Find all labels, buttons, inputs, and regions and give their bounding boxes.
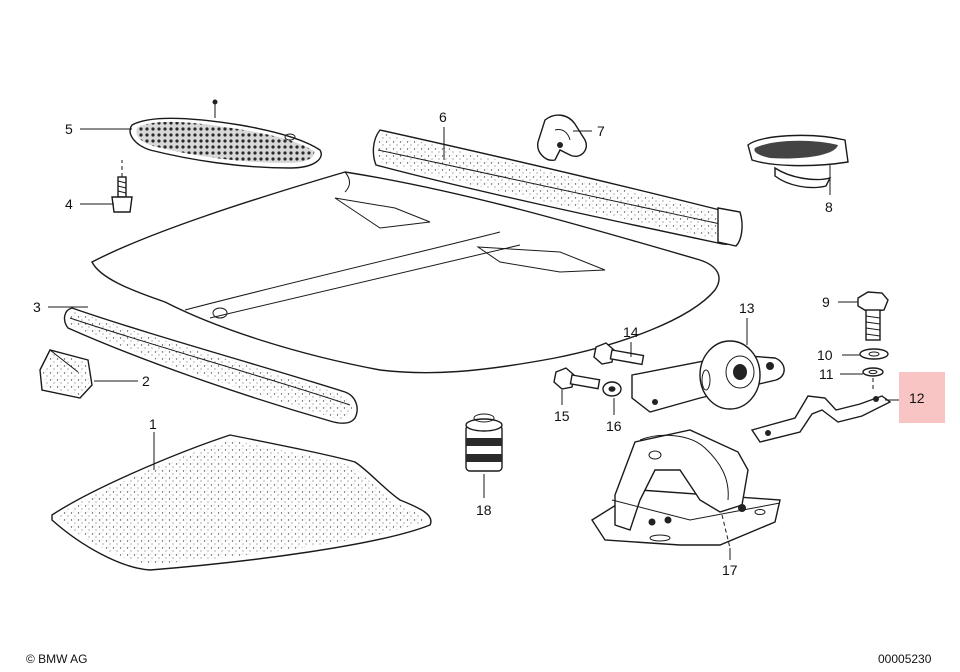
part-5-vent-grille bbox=[129, 99, 322, 169]
part-3-seal-strip bbox=[63, 307, 358, 424]
callout-10: 10 bbox=[817, 347, 833, 363]
callout-1: 1 bbox=[149, 416, 157, 432]
callout-8: 8 bbox=[825, 199, 833, 215]
callout-16: 16 bbox=[606, 418, 622, 434]
part-4-screw bbox=[111, 160, 133, 213]
part-11-washer bbox=[862, 367, 884, 377]
callout-2: 2 bbox=[142, 373, 150, 389]
part-15-bolt bbox=[553, 367, 601, 390]
callout-17: 17 bbox=[722, 562, 738, 578]
part-10-washer bbox=[859, 348, 889, 360]
callout-14: 14 bbox=[623, 324, 639, 340]
callout-3: 3 bbox=[33, 299, 41, 315]
part-18-bump-stop bbox=[465, 413, 503, 472]
part-1-insulation-mat bbox=[51, 434, 432, 571]
part-12-bracket bbox=[750, 395, 892, 443]
callout-9: 9 bbox=[822, 294, 830, 310]
callout-13: 13 bbox=[739, 300, 755, 316]
part-9-bolt bbox=[857, 291, 889, 341]
part-8-rubber-cup bbox=[747, 134, 849, 189]
leader-lines bbox=[48, 127, 905, 560]
callout-18: 18 bbox=[476, 502, 492, 518]
drawing-number: 00005230 bbox=[878, 652, 932, 666]
callout-7: 7 bbox=[597, 123, 605, 139]
callout-11: 11 bbox=[819, 366, 834, 382]
callout-12-highlight bbox=[899, 372, 945, 423]
callout-5: 5 bbox=[65, 121, 73, 137]
part-6-seal-strip bbox=[372, 129, 743, 247]
part-13-latch bbox=[631, 340, 785, 413]
part-2-rubber-block bbox=[39, 349, 93, 399]
callout-6: 6 bbox=[439, 109, 447, 125]
callout-labels: 1 2 3 4 5 6 7 8 9 10 11 12 13 14 15 16 1… bbox=[33, 109, 925, 578]
part-17-hood-lock bbox=[591, 429, 781, 546]
callout-15: 15 bbox=[554, 408, 570, 424]
part-16-washer bbox=[602, 381, 622, 397]
part-7-clip bbox=[537, 114, 587, 161]
hood-panel bbox=[91, 171, 720, 374]
part-14-bolt bbox=[593, 342, 645, 366]
callout-4: 4 bbox=[65, 196, 73, 212]
copyright-text: © BMW AG bbox=[26, 652, 88, 666]
callout-12: 12 bbox=[909, 390, 925, 406]
